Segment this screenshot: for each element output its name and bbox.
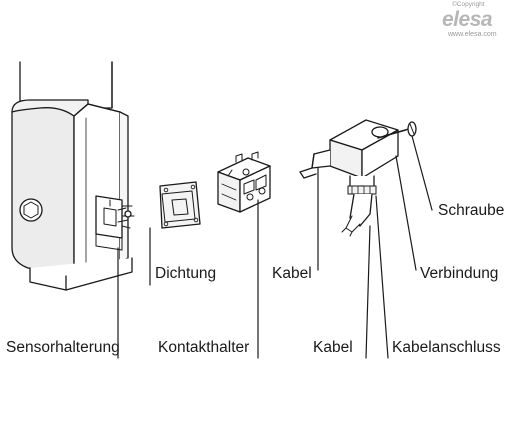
brand-logo: elesa: [442, 8, 493, 31]
connector-assembly: [299, 119, 417, 237]
leader-kabel-bottom: [365, 225, 371, 359]
label-kontakthalter: Kontakthalter: [158, 339, 250, 356]
sensor-housing: [11, 61, 135, 291]
contact-holder: [217, 151, 271, 213]
copyright-text: ©Copyright: [452, 1, 485, 8]
label-kabel-top: Kabel: [272, 265, 312, 282]
gasket: [159, 181, 201, 229]
label-sensorhalterung: Sensorhalterung: [6, 339, 120, 356]
label-kabelanschluss: Kabelanschluss: [392, 339, 501, 356]
label-dichtung: Dichtung: [155, 265, 217, 282]
leader-kabelanschluss: [375, 195, 389, 359]
leader-verbindung: [395, 155, 417, 271]
label-schraube: Schraube: [438, 202, 505, 219]
leader-schraube: [411, 135, 433, 211]
label-kabel-bottom: Kabel: [313, 339, 353, 356]
brand-url: www.elesa.com: [448, 31, 497, 38]
label-verbindung: Verbindung: [420, 265, 499, 282]
